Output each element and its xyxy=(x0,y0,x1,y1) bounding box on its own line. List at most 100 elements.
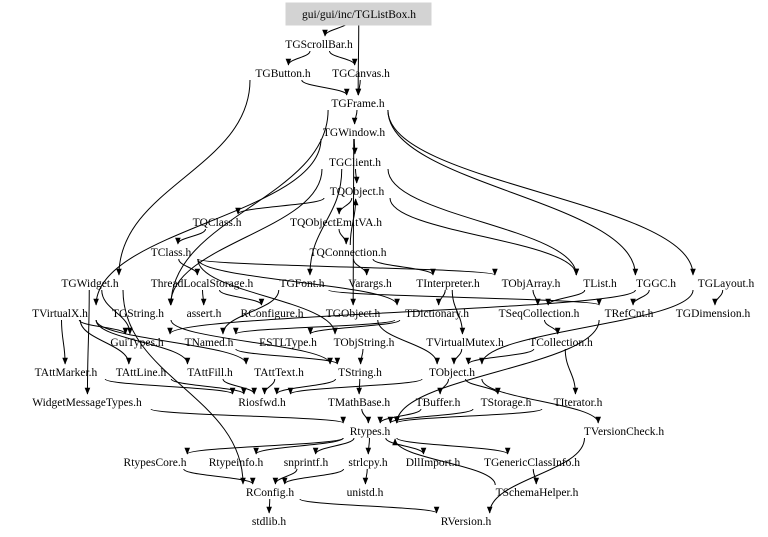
node-tgfont[interactable]: TGFont.h xyxy=(279,278,324,290)
node-tinterpreter[interactable]: TInterpreter.h xyxy=(416,278,480,290)
node-tgwindow[interactable]: TGWindow.h xyxy=(323,127,386,139)
node-label: DllImport.h xyxy=(406,457,461,469)
node-label: snprintf.h xyxy=(284,457,329,469)
node-stdlib[interactable]: stdlib.h xyxy=(252,516,286,528)
node-tgcanvas[interactable]: TGCanvas.h xyxy=(332,68,390,80)
node-tatt-marker[interactable]: TAttMarker.h xyxy=(35,367,98,379)
node-tnamed[interactable]: TNamed.h xyxy=(185,337,234,349)
node-tglayout[interactable]: TGLayout.h xyxy=(698,278,755,290)
edge-tatt-text-to-riosfwd xyxy=(261,378,276,395)
edge-tggc-to-gui-types xyxy=(167,289,636,335)
node-tref-cnt[interactable]: TRefCnt.h xyxy=(605,308,654,320)
node-tqobject[interactable]: TQObject.h xyxy=(330,186,385,198)
root-node-highlight xyxy=(285,2,432,26)
edge-tgcanvas-to-tgframe xyxy=(355,79,362,96)
node-tglist-box[interactable]: gui/gui/inc/TGListBox.h xyxy=(285,2,432,26)
node-label: unistd.h xyxy=(347,487,384,499)
node-rtypeinfo[interactable]: Rtypeinfo.h xyxy=(209,457,264,469)
node-label: TInterpreter.h xyxy=(416,278,480,290)
node-riosfwd[interactable]: Riosfwd.h xyxy=(238,397,286,409)
node-rconfig[interactable]: RConfig.h xyxy=(246,487,294,499)
node-rversion[interactable]: RVersion.h xyxy=(441,516,492,528)
node-tgbutton[interactable]: TGButton.h xyxy=(255,68,311,80)
edge-tinterpreter-to-tvirtual-mutex xyxy=(451,289,466,335)
node-tvirtual-x[interactable]: TVirtualX.h xyxy=(32,308,88,320)
node-tobj-string[interactable]: TObjString.h xyxy=(334,337,395,349)
node-tobject[interactable]: TObject.h xyxy=(429,367,475,379)
node-widget-message-types[interactable]: WidgetMessageTypes.h xyxy=(32,397,142,409)
edge-rtypes-to-strlcpy xyxy=(365,437,372,455)
node-unistd[interactable]: unistd.h xyxy=(347,487,384,499)
edge-widget-message-types-to-rtypes xyxy=(150,408,346,424)
edge-rconfig-to-rversion xyxy=(299,498,440,514)
edge-rtypes-core-to-rconfig xyxy=(183,468,256,485)
edge-tgclient-to-tgfont xyxy=(307,168,343,276)
node-tdictionary[interactable]: TDictionary.h xyxy=(405,308,469,320)
node-tmath-base[interactable]: TMathBase.h xyxy=(328,397,391,409)
node-label: TVersionCheck.h xyxy=(584,426,664,438)
node-tqconnection[interactable]: TQConnection.h xyxy=(310,247,387,259)
node-tgscroll-bar[interactable]: TGScrollBar.h xyxy=(285,39,353,51)
node-tatt-fill[interactable]: TAttFill.h xyxy=(187,367,233,379)
edge-tgwidget-to-gui-types xyxy=(101,289,133,335)
node-varargs[interactable]: Varargs.h xyxy=(348,278,392,290)
node-label: TObject.h xyxy=(429,367,475,379)
node-tqclass[interactable]: TQClass.h xyxy=(193,217,242,229)
edge-tstring-to-riosfwd xyxy=(273,378,336,395)
node-label: TRefCnt.h xyxy=(605,308,654,320)
edge-rconfig-to-stdlib xyxy=(266,498,272,514)
edge-tobj-array-to-tseq-collection xyxy=(532,289,541,306)
node-tversion-check[interactable]: TVersionCheck.h xyxy=(584,426,664,438)
edge-tgbutton-to-tgframe xyxy=(301,79,350,96)
edge-tversion-check-to-rversion xyxy=(486,437,585,514)
node-assert[interactable]: assert.h xyxy=(187,308,222,320)
node-tgeneric-class-info[interactable]: TGenericClassInfo.h xyxy=(484,457,580,469)
node-tseq-collection[interactable]: TSeqCollection.h xyxy=(499,308,580,320)
node-tgdimension[interactable]: TGDimension.h xyxy=(676,308,751,320)
node-label: stdlib.h xyxy=(252,516,286,528)
edge-strlcpy-to-rconfig xyxy=(281,468,344,485)
node-label: RtypesCore.h xyxy=(124,457,187,469)
node-rtypes[interactable]: Rtypes.h xyxy=(350,426,391,438)
node-label: ThreadLocalStorage.h xyxy=(151,278,254,290)
node-tlist[interactable]: TList.h xyxy=(583,278,617,290)
edge-tstorage-to-rtypes xyxy=(387,408,474,424)
node-tbuffer[interactable]: TBuffer.h xyxy=(416,397,461,409)
node-tcollection[interactable]: TCollection.h xyxy=(529,337,593,349)
node-tatt-text[interactable]: TAttText.h xyxy=(254,367,304,379)
node-tstring[interactable]: TString.h xyxy=(338,367,382,379)
edge-tclass-to-tobj-array xyxy=(197,258,498,276)
node-label: assert.h xyxy=(187,308,222,320)
node-label: TVirtualX.h xyxy=(32,308,88,320)
node-gui-types[interactable]: GuiTypes.h xyxy=(110,337,163,349)
node-tgstring[interactable]: TGString.h xyxy=(112,308,164,320)
node-tschema-helper[interactable]: TSchemaHelper.h xyxy=(496,487,579,499)
edge-tgbutton-to-tgwidget xyxy=(116,79,251,276)
node-tatt-line[interactable]: TAttLine.h xyxy=(116,367,167,379)
node-tvirtual-mutex[interactable]: TVirtualMutex.h xyxy=(426,337,504,349)
node-tclass[interactable]: TClass.h xyxy=(151,247,192,259)
node-tobj-array[interactable]: TObjArray.h xyxy=(502,278,561,290)
edge-tobject-to-tbuffer xyxy=(437,378,449,395)
node-thread-local-storage[interactable]: ThreadLocalStorage.h xyxy=(151,278,254,290)
edge-tobject-to-riosfwd xyxy=(287,378,423,395)
node-snprintf[interactable]: snprintf.h xyxy=(284,457,329,469)
node-tgwidget[interactable]: TGWidget.h xyxy=(61,278,119,290)
edge-tgwindow-to-tvirtual-x xyxy=(93,138,322,306)
node-tgframe[interactable]: TGFrame.h xyxy=(331,98,385,110)
edge-tschema-helper-to-rtypes xyxy=(392,438,496,486)
node-tstorage[interactable]: TStorage.h xyxy=(481,397,532,409)
node-label: TGWidget.h xyxy=(61,278,119,290)
node-estltype[interactable]: ESTLType.h xyxy=(259,337,317,349)
node-rconfigure[interactable]: RConfigure.h xyxy=(241,308,304,320)
node-tggc[interactable]: TGGC.h xyxy=(636,278,676,290)
node-label: TGClient.h xyxy=(329,157,381,169)
node-tgclient[interactable]: TGClient.h xyxy=(329,157,381,169)
node-titerator[interactable]: TIterator.h xyxy=(554,397,603,409)
node-rtypes-core[interactable]: RtypesCore.h xyxy=(124,457,187,469)
node-tgobject[interactable]: TGObject.h xyxy=(326,308,381,320)
node-dll-import[interactable]: DllImport.h xyxy=(406,457,461,469)
edge-tgframe-to-tggc xyxy=(387,109,639,276)
node-tqobject-emit-va[interactable]: TQObjectEmitVA.h xyxy=(290,217,382,229)
node-strlcpy[interactable]: strlcpy.h xyxy=(348,457,387,469)
